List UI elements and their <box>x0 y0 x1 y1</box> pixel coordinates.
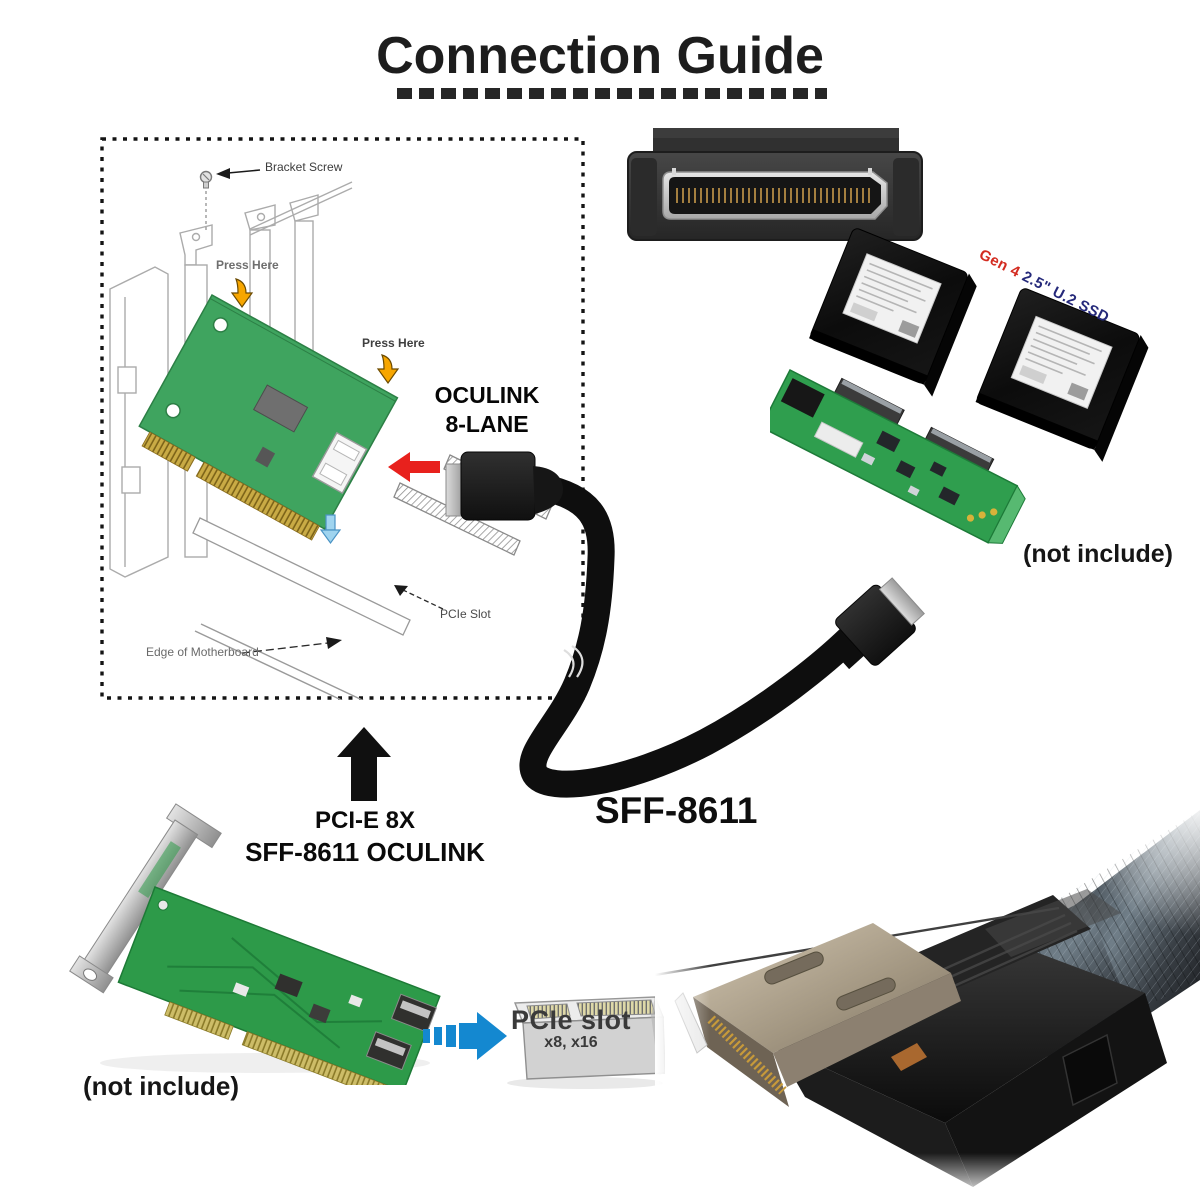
adapter-callout-line1: PCI-E 8X <box>314 807 416 834</box>
press-here-label-right: Press Here <box>362 336 425 350</box>
install-diagram-box <box>100 137 585 700</box>
cable-connector-ssd-side <box>829 577 925 670</box>
red-arrow-icon <box>388 452 440 482</box>
adapter-card-callout: PCI-E 8X SFF-8611 OCULINK <box>225 806 505 868</box>
page-title: Connection Guide <box>376 27 824 85</box>
ssd-rear <box>975 288 1149 462</box>
macro-connector-photo <box>655 805 1200 1200</box>
title-dashed-underline <box>397 88 827 99</box>
pcie-slot-label: PCIe Slot <box>440 607 491 621</box>
not-include-label-right: (not include) <box>1023 540 1173 568</box>
press-here-label-top: Press Here <box>216 258 279 272</box>
u2-ssd-and-adapter-photo <box>770 215 1190 585</box>
port-pins <box>676 188 870 203</box>
card-pcb <box>117 886 441 1085</box>
blue-insert-arrow-icon <box>319 514 342 545</box>
green-card-art <box>138 293 399 541</box>
pcie-adapter-card-photo <box>55 795 475 1085</box>
oculink-8lane-callout: OCULINK 8-LANE <box>412 381 562 439</box>
press-here-arrow-icons <box>230 278 400 385</box>
pcie-slot-graphic-title: PCIe slot <box>510 1005 632 1035</box>
cable-model-label: SFF-8611 <box>595 790 758 831</box>
pcie-slot-graphic <box>415 985 665 1090</box>
u2-adapter-board <box>770 368 1026 544</box>
not-include-label-left: (not include) <box>83 1071 239 1101</box>
leader-lines <box>241 585 444 654</box>
oculink-callout-line2: 8-LANE <box>445 411 529 437</box>
metal-tip <box>674 923 961 1107</box>
up-arrow-shaft <box>351 755 377 801</box>
blue-arrow-icon <box>423 1012 507 1060</box>
pcie-slot-graphic-subtitle: x8, x16 <box>544 1034 598 1051</box>
up-arrow-icon <box>337 727 391 757</box>
slot-3d-graphic <box>507 996 665 1089</box>
bracket-screw-label: Bracket Screw <box>265 160 343 174</box>
edge-of-motherboard-label: Edge of Motherboard <box>146 645 259 659</box>
card-oculink-ports <box>365 993 438 1071</box>
ssd-front <box>809 228 977 397</box>
connector-housing <box>655 889 1167 1187</box>
bracket-screw-art <box>199 168 261 231</box>
adapter-callout-line2: SFF-8611 OCULINK <box>245 837 485 867</box>
oculink-callout-line1: OCULINK <box>434 382 540 408</box>
oculink-connector-front-photo <box>625 122 925 242</box>
install-diagram-art <box>100 137 585 700</box>
